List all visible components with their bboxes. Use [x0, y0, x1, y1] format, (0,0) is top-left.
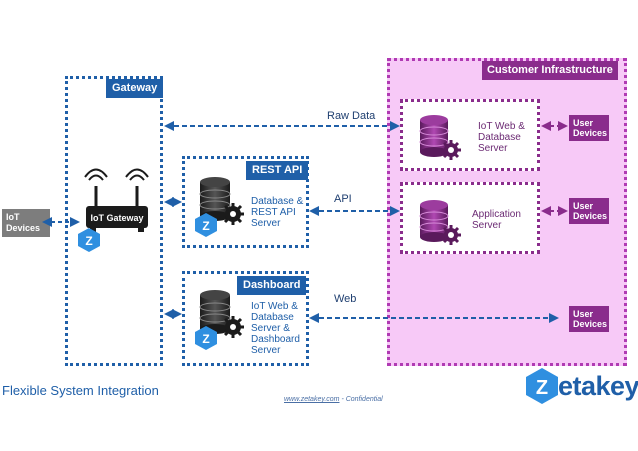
svg-text:Z: Z [202, 332, 209, 346]
svg-text:Z: Z [85, 234, 92, 248]
rest-api-text: Database & REST API Server [251, 196, 304, 229]
rest-api-title: REST API [246, 161, 309, 180]
footer-title: Flexible System Integration [2, 383, 159, 398]
footer-link[interactable]: www.zetakey.com [284, 396, 340, 403]
database-icon [199, 177, 231, 221]
customer-infrastructure-title: Customer Infrastructure [482, 61, 618, 80]
zetakey-logo-icon: Z [526, 368, 558, 404]
svg-text:Z: Z [536, 377, 548, 399]
web-label: Web [334, 293, 357, 305]
router-icon: IoT Gateway [84, 168, 149, 232]
footer-confidential: - Confidential [339, 396, 383, 403]
api-label: API [334, 193, 352, 205]
dashboard-title: Dashboard [237, 276, 307, 295]
gear-icon [441, 140, 461, 160]
user-devices-3: User Devices [569, 306, 609, 332]
application-server-text: Application Server [472, 209, 521, 231]
database-icon [419, 115, 449, 157]
zetakey-z-icon: Z [195, 326, 217, 350]
iot-web-db-server-text: IoT Web & Database Server [478, 121, 525, 154]
gateway-title: Gateway [106, 79, 164, 98]
zetakey-z-icon: Z [78, 228, 100, 252]
zetakey-z-icon: Z [195, 213, 217, 237]
svg-text:Z: Z [202, 219, 209, 233]
database-icon [419, 200, 449, 242]
user-devices-1: User Devices [569, 115, 609, 141]
dashboard-text: IoT Web & Database Server & Dashboard Se… [251, 301, 300, 356]
gear-icon [222, 316, 244, 338]
gear-icon [441, 225, 461, 245]
user-devices-2: User Devices [569, 198, 609, 224]
zetakey-logo-text: etakey [558, 371, 638, 401]
gear-icon [222, 203, 244, 225]
raw-data-label: Raw Data [327, 110, 376, 122]
router-label: IoT Gateway [90, 213, 143, 223]
footer-note: www.zetakey.com - Confidential [284, 396, 383, 403]
